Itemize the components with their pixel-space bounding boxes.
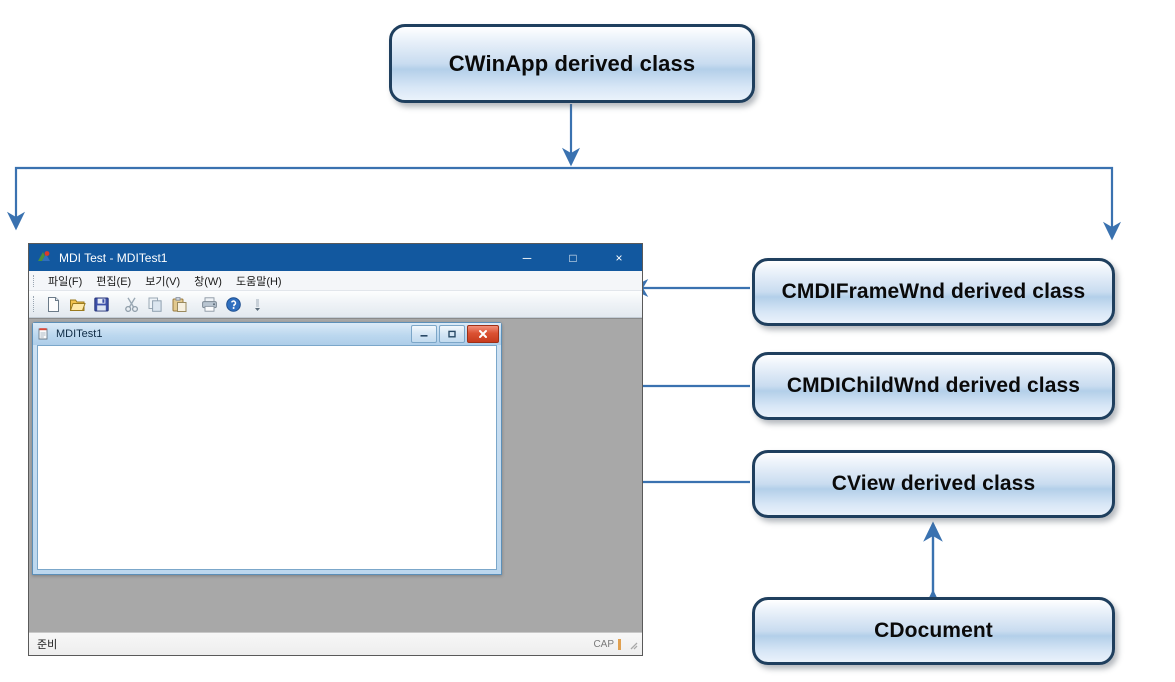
close-button[interactable]: × (615, 250, 623, 265)
paste-icon[interactable] (168, 293, 190, 315)
menu-window[interactable]: 창(W) (194, 275, 222, 288)
menu-edit[interactable]: 편집(E) (96, 275, 132, 288)
mdi-child-minimize-button[interactable] (411, 325, 437, 343)
toolbar (29, 291, 642, 318)
status-cap-indicator: CAP (593, 638, 614, 650)
mdi-child-window: MDITest1 (32, 322, 502, 575)
toolbar-overflow-icon[interactable] (246, 293, 268, 315)
caption-buttons: ─ □ × (504, 244, 642, 271)
bus-line-left (6, 166, 571, 231)
menu-file[interactable]: 파일(F) (48, 275, 83, 288)
status-message: 준비 (37, 639, 58, 651)
box-cwinapp-label: CWinApp derived class (448, 50, 696, 76)
open-icon[interactable] (66, 293, 88, 315)
toolbar-grip[interactable] (33, 296, 37, 312)
box-cmdichildwnd-label: CMDIChildWnd derived class (786, 374, 1081, 397)
minimize-button[interactable]: ─ (522, 250, 532, 265)
resize-grip-icon[interactable] (627, 639, 638, 650)
menubar: 파일(F) 편집(E) 보기(V) 창(W) 도움말(H) (29, 271, 642, 291)
box-cmdichildwnd[interactable]: CMDIChildWnd derived class (752, 352, 1115, 420)
bus-line-right (571, 166, 1122, 241)
statusbar: 준비 CAP (29, 632, 642, 655)
mdi-child-title-text: MDITest1 (56, 328, 103, 340)
mdi-child-titlebar[interactable]: MDITest1 (33, 323, 501, 345)
maximize-button[interactable]: □ (569, 250, 577, 265)
box-cmdiframewnd-label: CMDIFrameWnd derived class (781, 280, 1086, 303)
mdi-child-caption-buttons (411, 325, 499, 343)
main-titlebar[interactable]: MDI Test - MDITest1 ─ □ × (29, 244, 642, 271)
save-icon[interactable] (90, 293, 112, 315)
cut-icon[interactable] (120, 293, 142, 315)
mfc-app-icon (36, 250, 52, 266)
box-cview-label: CView derived class (831, 472, 1036, 495)
copy-icon[interactable] (144, 293, 166, 315)
menu-view[interactable]: 보기(V) (145, 275, 181, 288)
menubar-grip[interactable] (33, 274, 37, 287)
box-cview[interactable]: CView derived class (752, 450, 1115, 518)
document-icon (37, 327, 51, 341)
mdi-client-area: MDITest1 (29, 318, 642, 632)
main-title-text: MDI Test - MDITest1 (59, 250, 168, 265)
box-cdocument-label: CDocument (874, 619, 993, 642)
box-cdocument[interactable]: CDocument (752, 597, 1115, 665)
mdi-child-maximize-button[interactable] (439, 325, 465, 343)
help-icon[interactable] (222, 293, 244, 315)
box-cwinapp[interactable]: CWinApp derived class (389, 24, 755, 103)
print-icon[interactable] (198, 293, 220, 315)
menu-help[interactable]: 도움말(H) (235, 275, 282, 288)
toolbar-separator-2 (191, 293, 197, 315)
mfc-application-window: MDI Test - MDITest1 ─ □ × 파일(F) 편집(E) 보기… (28, 243, 643, 656)
mdi-child-close-button[interactable] (467, 325, 499, 343)
box-cmdiframewnd[interactable]: CMDIFrameWnd derived class (752, 258, 1115, 326)
status-cap-separator (618, 638, 621, 650)
new-icon[interactable] (42, 293, 64, 315)
toolbar-separator-1 (113, 293, 119, 315)
mdi-child-view-area[interactable] (37, 345, 497, 570)
